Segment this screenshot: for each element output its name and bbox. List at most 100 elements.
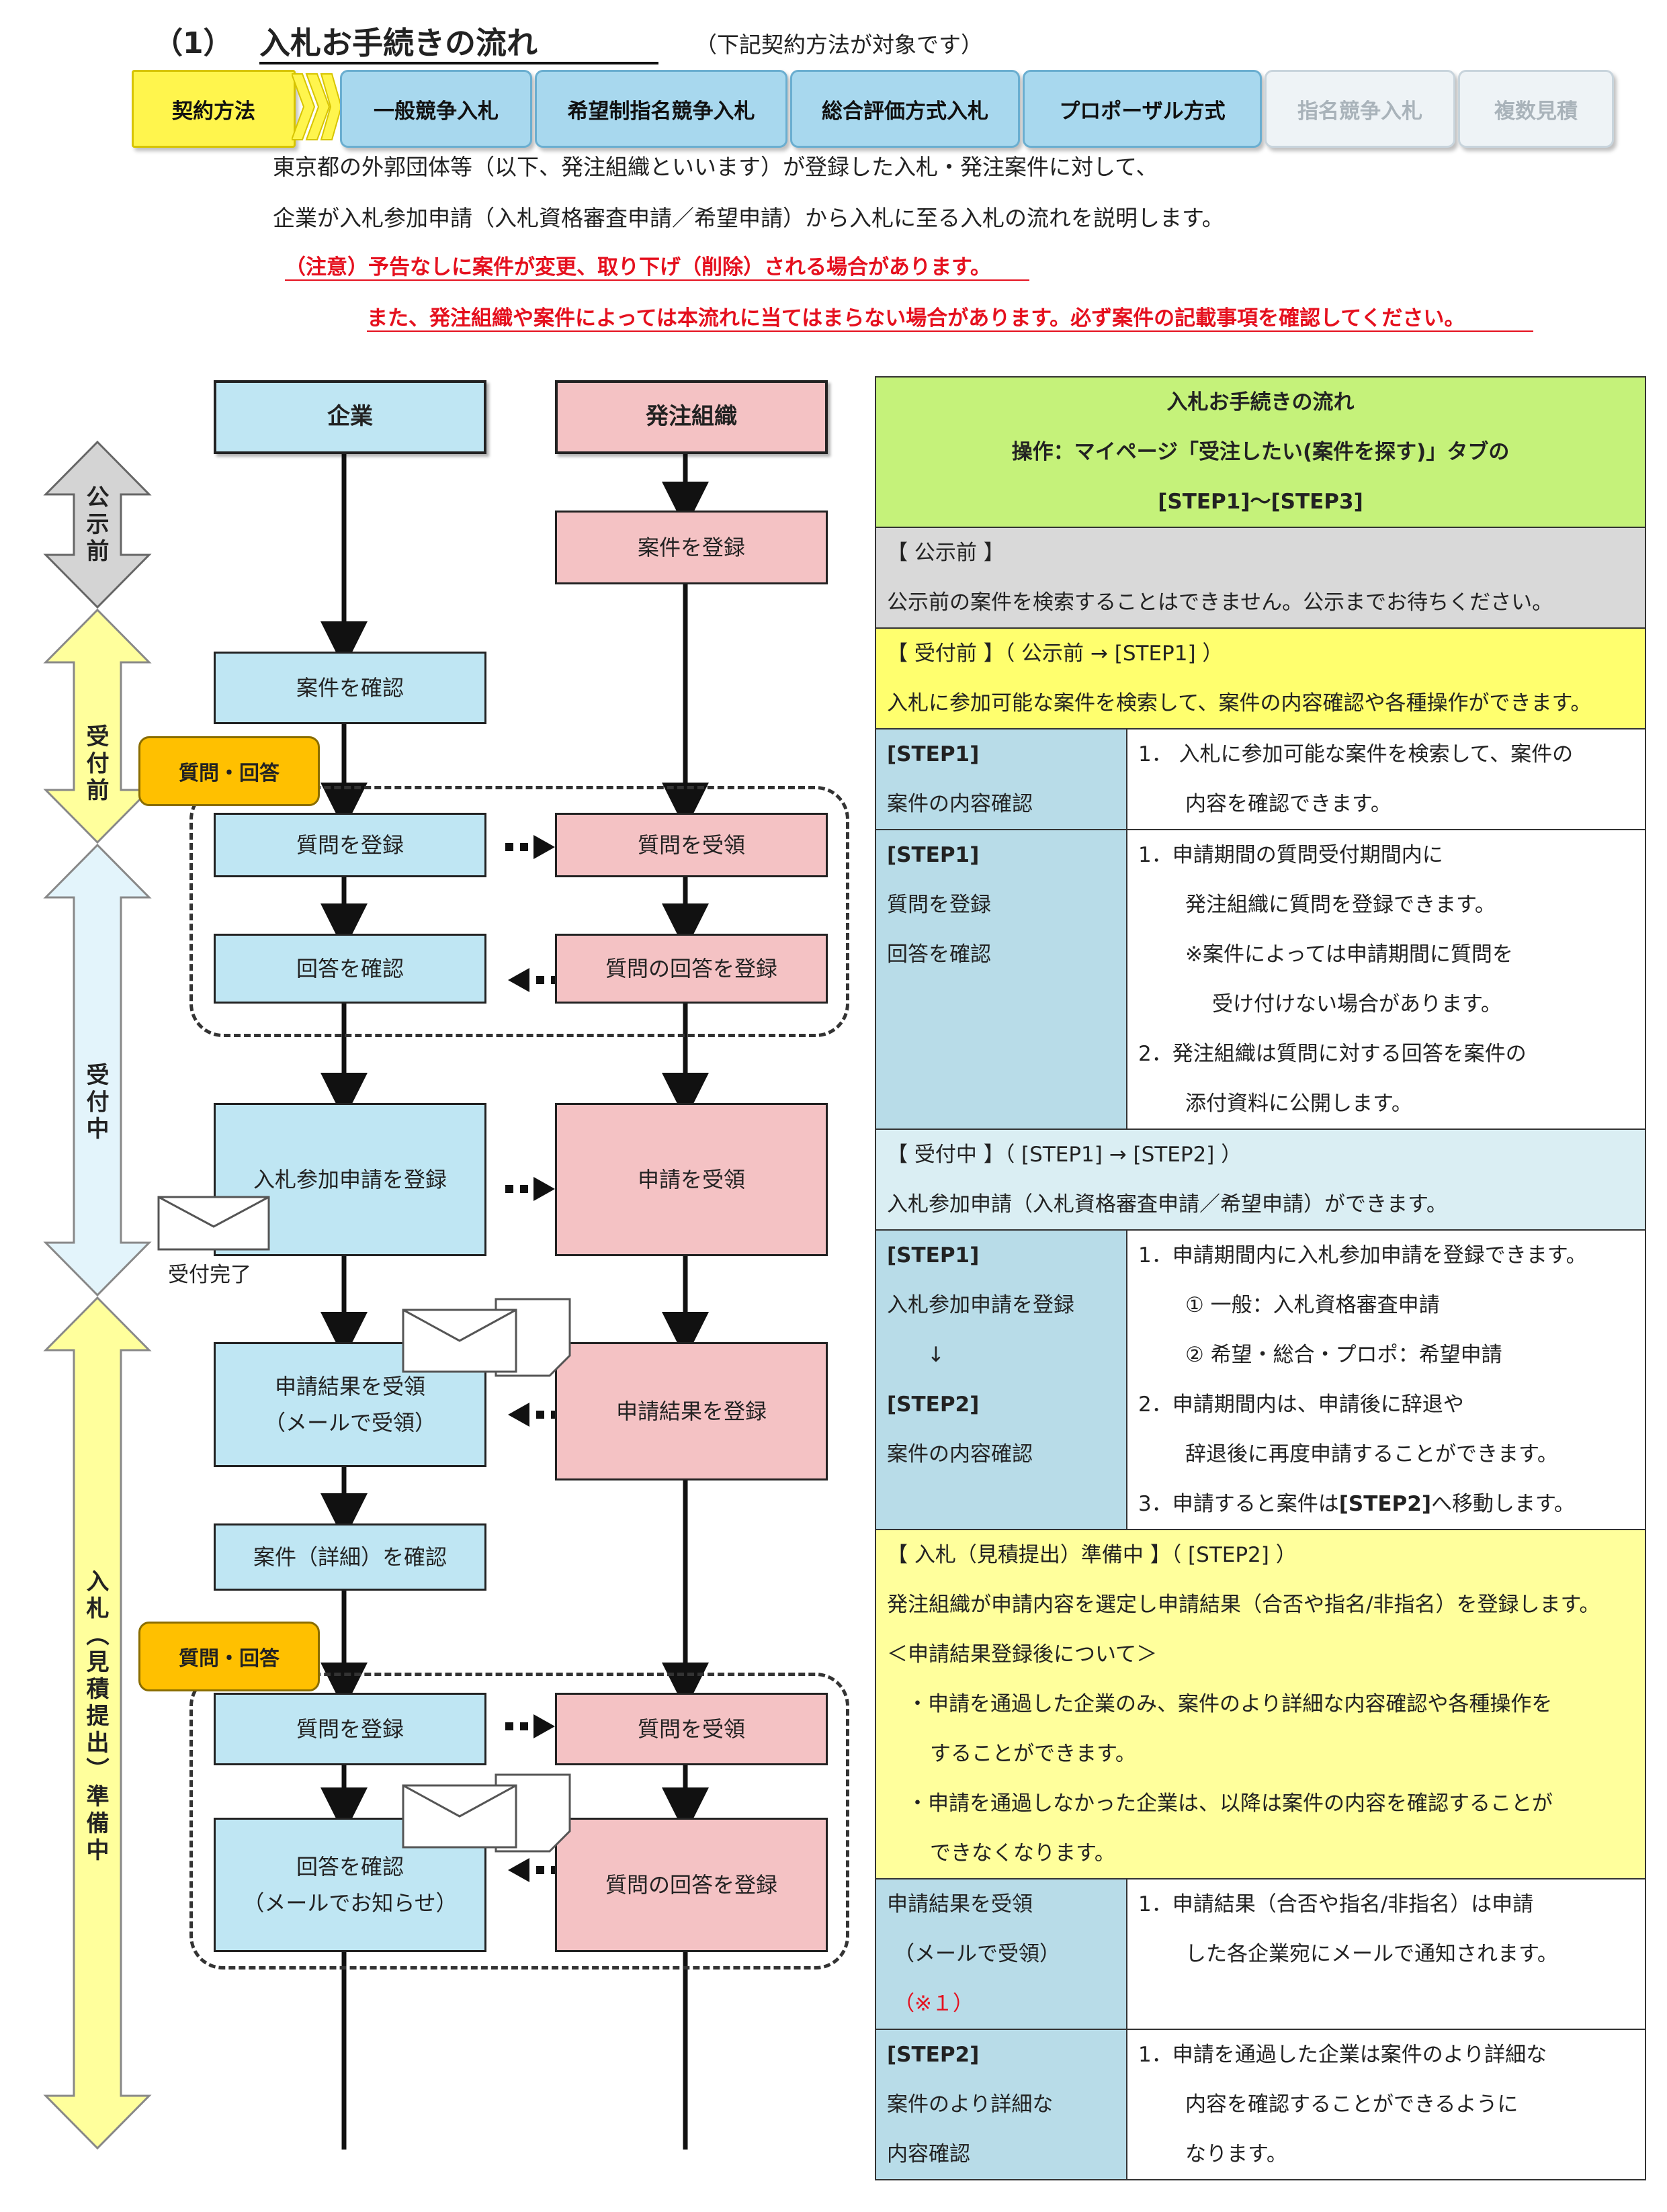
section-text: ・申請を通過した企業のみ、案件のより詳細な内容確認や各種操作を [907, 1692, 1553, 1716]
flow-confirm-case: 案件を確認 [214, 652, 486, 724]
tab-label: 総合評価方式入札 [822, 99, 988, 124]
flow-text: 申請結果を受領 [274, 1373, 425, 1399]
qa-text: 質問・回答 [179, 1647, 280, 1671]
flow-text: 質問を受領 [637, 832, 745, 858]
flow-text: 案件を確認 [296, 674, 404, 701]
tab-label: 一般競争入札 [374, 99, 499, 124]
flow-text: 案件（詳細）を確認 [253, 1544, 447, 1570]
flow-register-question-2: 質問を登録 [214, 1693, 486, 1765]
title-underline [259, 62, 658, 64]
step-detail-text: へ移動します。 [1431, 1492, 1575, 1516]
mail-document-icon [402, 1298, 571, 1377]
company-label: 企業 [327, 403, 373, 431]
step-desc: 回答を確認 [887, 942, 991, 967]
intro-line-2: 企業が入札参加申請（入札資格審査申請／希望申請）から入札に至る入札の流れを説明し… [273, 205, 1224, 231]
table-steps: [STEP1]～[STEP3] [1158, 490, 1363, 514]
table-row: 申請結果を受領 （メールで受領） （※１） 1．申請結果（合否や指名/非指名）は… [875, 1878, 1646, 2030]
section-number: （1） [153, 26, 233, 60]
section-text: 入札参加申請（入札資格審査申請／希望申請）ができます。 [887, 1192, 1447, 1216]
step-label: [STEP1] [887, 843, 980, 867]
table-row-before-accept: 【 受付前 】（ 公示前 → [STEP1] ） 入札に参加可能な案件を検索して… [875, 627, 1646, 729]
phase-label-pre: 公示前 [82, 485, 109, 566]
caution-note-2: また、発注組織や案件によっては本流れに当てはまらない場合があります。必ず案件の記… [367, 306, 1465, 330]
step-desc: 質問を登録 [887, 893, 991, 917]
step-detail: 2．発注組織は質問に対する回答を案件の [1138, 1042, 1527, 1066]
contract-method-label-text: 契約方法 [172, 99, 255, 124]
tab-label: プロポーザル方式 [1059, 99, 1226, 124]
flow-text: 質問を登録 [296, 1716, 404, 1742]
phase-pre-announce-arrow [43, 440, 152, 609]
table-operation: 操作：マイページ「受注したい(案件を探す)」タブの [1011, 440, 1510, 464]
tab-general-competitive[interactable]: 一般競争入札 [340, 70, 532, 148]
flow-register-result: 申請結果を登録 [555, 1342, 828, 1480]
tab-multiple-quotes[interactable]: 複数見積 [1458, 70, 1614, 148]
flow-text: （メールで受領） [263, 1410, 436, 1435]
step-detail: 1．申請を通過した企業は案件のより詳細な [1138, 2043, 1547, 2067]
caution-underline-1 [285, 279, 1029, 281]
table-row: [STEP1] 案件の内容確認 1． 入札に参加可能な案件を検索して、案件の 内… [875, 728, 1646, 830]
mail-document-icon [402, 1773, 571, 1853]
flow-text: 質問の回答を登録 [605, 955, 777, 981]
tab-proposal[interactable]: プロポーザル方式 [1023, 70, 1262, 148]
phase-before-accept-arrow [43, 608, 152, 844]
tab-label: 複数見積 [1494, 99, 1578, 124]
phase-bid-prep-arrow [43, 1296, 152, 2150]
step-label: [STEP1] [887, 742, 980, 766]
step-detail: 1．申請期間内に入札参加申請を登録できます。 [1138, 1243, 1587, 1268]
table-title: 入札お手続きの流れ [1166, 390, 1355, 414]
caution-underline-2 [367, 330, 1533, 332]
step-detail: ② 希望・総合・プロポ：希望申請 [1185, 1343, 1502, 1367]
flow-text: 回答を確認 [296, 1853, 404, 1879]
section-text: できなくなります。 [930, 1841, 1115, 1865]
step-label: [STEP1] [887, 1243, 980, 1268]
step-desc: 案件の内容確認 [887, 792, 1033, 816]
section-text: ＜申請結果登録後について＞ [887, 1642, 1158, 1667]
qa-group-2 [189, 1673, 849, 1970]
flow-register-case: 案件を登録 [555, 511, 828, 584]
step-detail: 2．申請期間内は、申請後に辞退や [1138, 1392, 1464, 1417]
flow-register-answer: 質問の回答を登録 [555, 934, 828, 1004]
table-row: [STEP1] 入札参加申請を登録 ↓ [STEP2] 案件の内容確認 1．申請… [875, 1229, 1646, 1530]
step-desc: （メールで受領） [894, 1942, 1060, 1966]
table-row-accepting: 【 受付中 】（ [STEP1] → [STEP2] ） 入札参加申請（入札資格… [875, 1129, 1646, 1231]
step-detail: ① 一般：入札資格審査申請 [1185, 1293, 1440, 1317]
mail-envelope-icon [157, 1196, 270, 1251]
flow-text: 質問の回答を登録 [605, 1871, 777, 1898]
flow-register-question: 質問を登録 [214, 813, 486, 877]
qa-group-1 [189, 786, 849, 1037]
step-desc: 案件のより詳細な [887, 2092, 1054, 2117]
step-detail: 3．申請すると案件は[STEP2]へ移動します。 [1138, 1479, 1634, 1529]
caution-note-1: （注意）予告なしに案件が変更、取り下げ（削除）される場合があります。 [285, 255, 991, 279]
section-text: 公示前の案件を検索することはできません。公示までお待ちください。 [887, 590, 1553, 615]
section-text: ・申請を通過しなかった企業は、以降は案件の内容を確認することが [907, 1791, 1553, 1816]
phase-label-prep: 入札（見積提出）準備中 [82, 1569, 109, 1865]
section-text: 入札に参加可能な案件を検索して、案件の内容確認や各種操作ができます。 [887, 691, 1592, 715]
step-detail: 内容を確認することができるように [1185, 2092, 1519, 2117]
step-detail: 1． 入札に参加可能な案件を検索して、案件の [1138, 742, 1574, 766]
step-detail-text: [STEP2] [1338, 1492, 1432, 1516]
flow-text: 申請結果を登録 [615, 1398, 767, 1424]
section-heading: 【 入札（見積提出）準備中 】（ [STEP2] ） [887, 1543, 1297, 1567]
qa-label-2: 質問・回答 [138, 1622, 320, 1691]
intro-line-1: 東京都の外郭団体等（以下、発注組織といいます）が登録した入札・発注案件に対して、 [273, 154, 1158, 180]
page-subtitle: （下記契約方法が対象です） [695, 32, 983, 58]
procedure-table: 入札お手続きの流れ 操作：マイページ「受注したい(案件を探す)」タブの [STE… [875, 376, 1646, 2180]
flow-receive-result: 申請結果を受領 （メールで受領） [214, 1342, 486, 1467]
tab-comprehensive-evaluation[interactable]: 総合評価方式入札 [790, 70, 1020, 148]
phase-accepting-arrow [43, 843, 152, 1297]
table-row-bid-prep: 【 入札（見積提出）準備中 】（ [STEP2] ） 発注組織が申請内容を選定し… [875, 1529, 1646, 1879]
step-detail: 辞退後に再度申請することができます。 [1185, 1442, 1558, 1466]
section-text: することができます。 [930, 1742, 1136, 1766]
phase-arrows [43, 440, 152, 2150]
chevron-right-icon [292, 73, 341, 140]
step-detail: なります。 [1185, 2142, 1287, 2166]
step-detail: 1．申請結果（合否や指名/非指名）は申請 [1138, 1892, 1534, 1916]
tab-designated-competitive[interactable]: 指名競争入札 [1265, 70, 1455, 148]
flow-text: 入札参加申請を登録 [253, 1166, 447, 1192]
flow-text: 案件を登録 [637, 534, 745, 560]
flow-register-answer-2: 質問の回答を登録 [555, 1818, 828, 1952]
tab-desired-designated[interactable]: 希望制指名競争入札 [535, 70, 787, 148]
qa-text: 質問・回答 [179, 762, 280, 785]
flow-receive-question: 質問を受領 [555, 813, 828, 877]
phase-label-before: 受付前 [82, 724, 109, 805]
